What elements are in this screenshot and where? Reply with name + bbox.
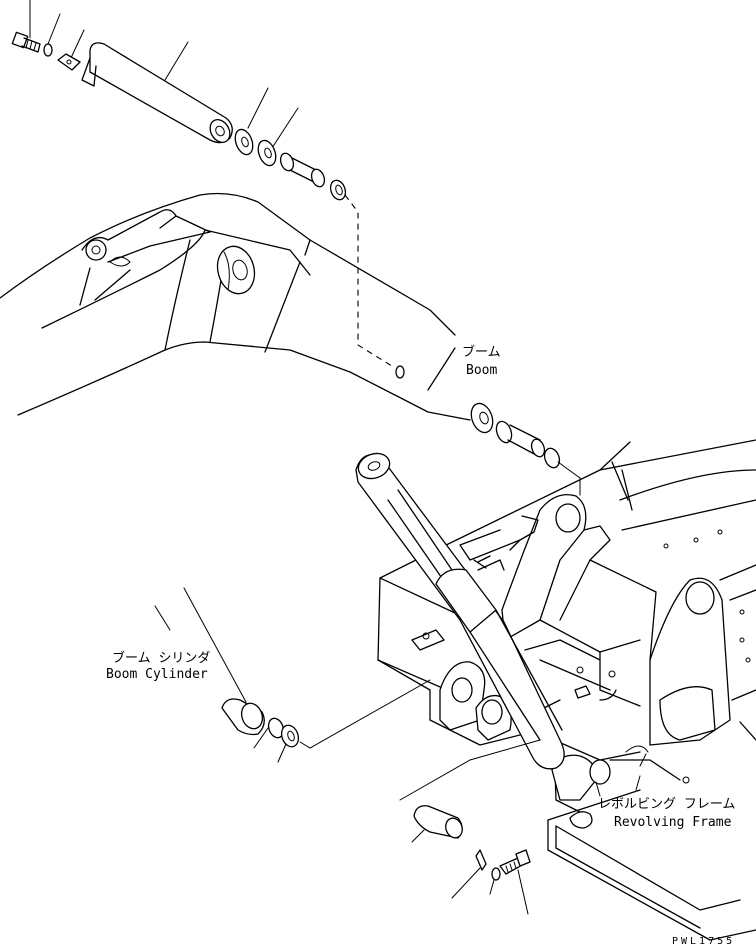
lock-plate-top [57, 53, 81, 71]
boom-cylinder-label-jp: ブーム シリンダ [112, 650, 210, 666]
frame-bracket-hole [685, 581, 715, 615]
mount-hole [481, 699, 503, 725]
leader-line [154, 605, 171, 631]
shim [257, 139, 277, 167]
boom-bracket-hole [85, 239, 107, 261]
leader-line [277, 743, 287, 763]
boom [0, 192, 471, 421]
washer-bottom [491, 867, 501, 881]
shim [267, 717, 285, 739]
leader-line [247, 87, 269, 129]
alignment-line [399, 739, 541, 801]
bolt-top [11, 31, 41, 53]
leader-line [253, 727, 269, 749]
leader-line [164, 41, 189, 81]
mount-hole [451, 677, 473, 703]
revolving-frame [377, 439, 756, 941]
revolving-frame-label-en: Revolving Frame [614, 815, 732, 830]
boom-foot-pin [81, 42, 233, 144]
shim [280, 724, 300, 748]
pin-hole-boom [395, 365, 405, 379]
leader-line [427, 347, 456, 391]
leader-line [739, 721, 756, 741]
cylinder-rod-eye [357, 452, 391, 480]
bolt-bottom [499, 849, 531, 875]
alignment-line [299, 679, 431, 749]
leader-line [451, 867, 481, 899]
boom-cylinder [355, 452, 565, 770]
leader-line [47, 13, 61, 45]
leader-line [69, 29, 85, 61]
shim [234, 128, 254, 156]
boom-label-jp: ブーム [462, 344, 501, 360]
bushing-set-top [279, 152, 347, 201]
hose-fitting [473, 555, 491, 569]
leader-line [489, 879, 495, 895]
frame-bracket-right [649, 577, 731, 746]
boom-cylinder-label-en: Boom Cylinder [106, 667, 208, 682]
leader-line [411, 829, 425, 843]
alignment-line [344, 194, 396, 369]
leader-line [517, 869, 529, 915]
leader-line [595, 781, 601, 797]
cylinder-pin-assembly-left [154, 587, 431, 763]
revolving-frame-label-jp: レボルビング フレーム [598, 797, 735, 812]
lock-plate-bottom [475, 849, 487, 871]
mount-hole [589, 759, 611, 785]
frame-bracket-hole [555, 503, 581, 533]
boom-label-en: Boom [466, 363, 497, 378]
cylinder-pin-assembly-bottom [399, 739, 541, 915]
top-pin-assembly [11, 0, 405, 379]
leader-line [183, 587, 247, 703]
leader-line [271, 107, 299, 149]
leader-line [635, 775, 641, 791]
washer-top [43, 43, 53, 57]
bushing-set-middle [470, 402, 581, 496]
cylinder-bottom-boss [240, 702, 264, 730]
drawing-code: PWL1755 [672, 936, 735, 947]
